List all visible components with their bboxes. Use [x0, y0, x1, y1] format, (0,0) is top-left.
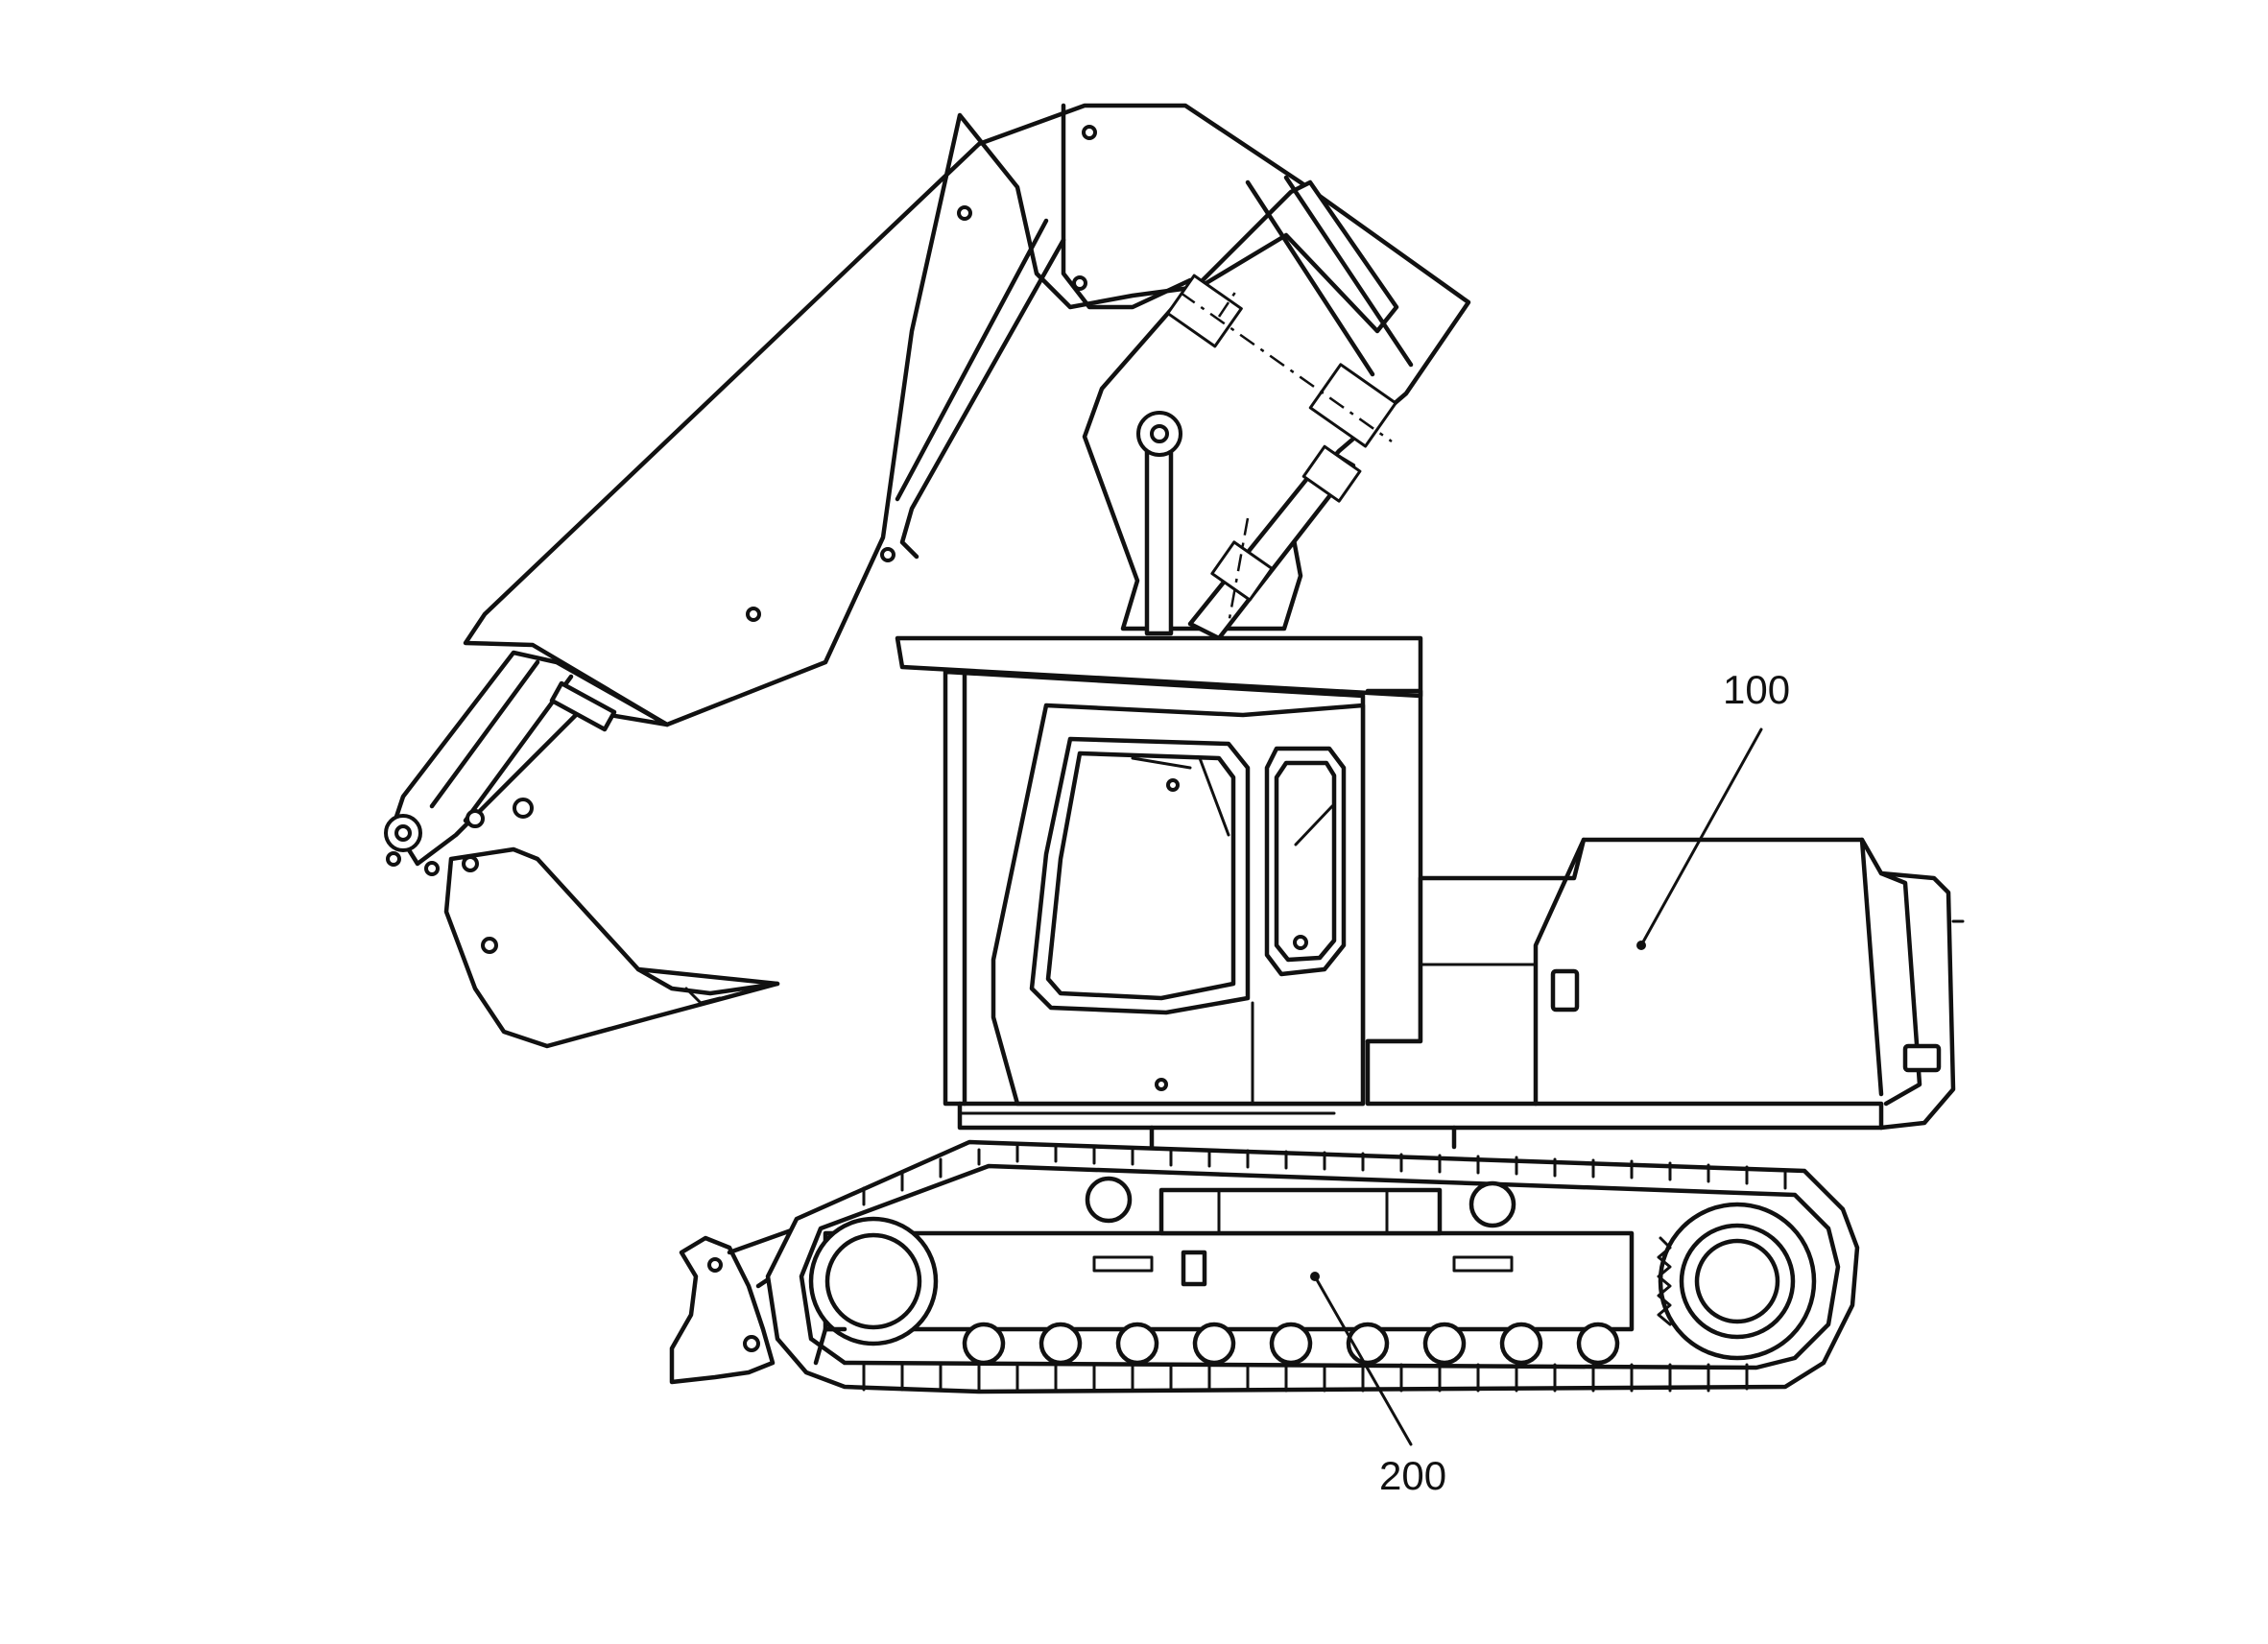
- track-rollers: [962, 1322, 1620, 1366]
- reference-numeral-100: 100: [1723, 667, 1790, 712]
- lower-body: [669, 1139, 1860, 1446]
- track-shoes: [862, 1142, 1787, 1393]
- reference-numeral-200: 200: [1379, 1453, 1446, 1498]
- upper-body: [895, 635, 1965, 1150]
- boom: [463, 103, 1471, 727]
- bucket: [443, 846, 780, 1049]
- arm: [384, 650, 670, 876]
